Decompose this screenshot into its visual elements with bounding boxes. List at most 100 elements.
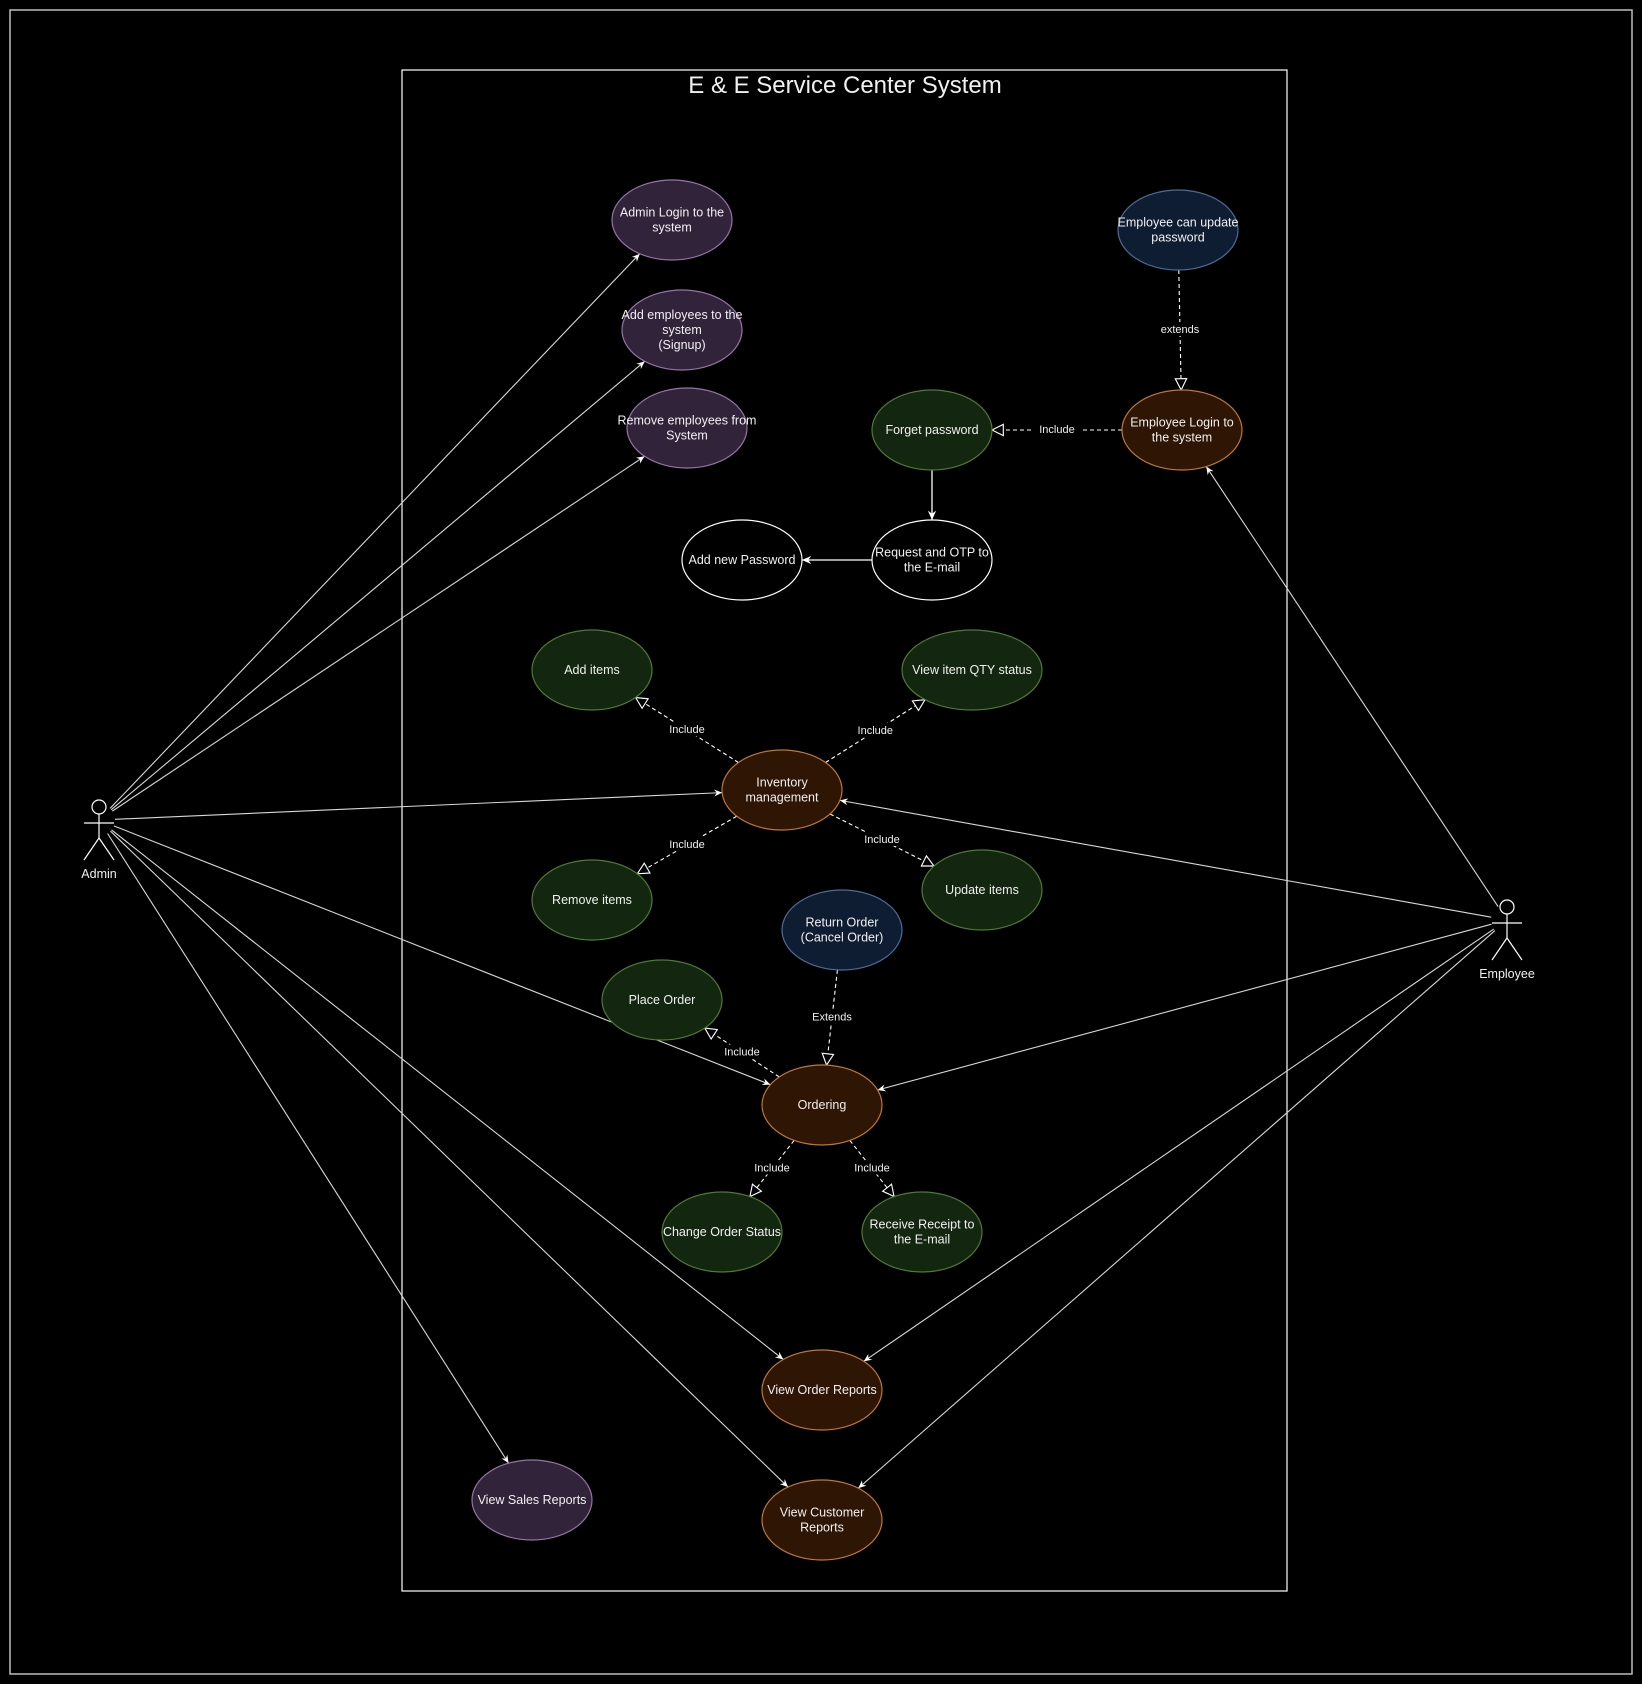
use-case-forget-pw[interactable]: Forget password (871, 389, 993, 471)
use-case-ellipse (471, 1459, 593, 1541)
use-case-return-order[interactable]: Return Order(Cancel Order) (781, 889, 903, 971)
use-case-ellipse (1117, 189, 1239, 271)
use-case-ellipse (531, 859, 653, 941)
use-case-ellipse (761, 1064, 883, 1146)
use-case-ellipse (661, 1191, 783, 1273)
actor-employee[interactable]: Employee (1479, 899, 1535, 981)
use-case-ellipse (626, 387, 748, 469)
relationship-association-admin-to-view-sales-reports (107, 833, 510, 1464)
use-case-label: Remove items (552, 893, 632, 907)
use-case-place-order[interactable]: Place Order (601, 959, 723, 1041)
actor-left-leg (1491, 937, 1508, 961)
relationship-association-admin-to-add-employees (110, 360, 646, 811)
use-case-ellipse (621, 289, 743, 371)
relationship-label: Include (864, 834, 899, 846)
relationship-label: Include (858, 725, 893, 737)
use-case-label: the E-mail (904, 561, 960, 575)
use-case-ellipse (861, 1191, 983, 1273)
relationship-label: Include (724, 1047, 759, 1059)
relationship-label: Extends (812, 1012, 852, 1024)
use-case-label: View Sales Reports (478, 1493, 587, 1507)
use-case-label: System (666, 429, 708, 443)
use-case-label: system (662, 323, 702, 337)
use-case-label: Add items (564, 663, 620, 677)
actor-label: Admin (81, 867, 116, 881)
relationship-association-employee-to-view-customer-reports (857, 930, 1496, 1489)
relationship-label: Include (854, 1163, 889, 1175)
use-case-ellipse (901, 629, 1043, 711)
outer-frame (9, 9, 1633, 1675)
relationship-dependency-emp-update-pw-to-emp-login (1179, 269, 1181, 390)
use-case-label: Admin Login to the (620, 206, 724, 220)
use-case-label: View Order Reports (767, 1383, 877, 1397)
relationship-label: extends (1161, 324, 1200, 336)
relationship-association-admin-to-admin-login (109, 253, 641, 809)
relationship-label-bg (717, 1044, 767, 1059)
relationship-association-employee-to-ordering (877, 923, 1492, 1092)
use-case-label: the system (1152, 431, 1212, 445)
use-case-ellipse (531, 629, 653, 711)
use-case-label: (Cancel Order) (801, 931, 884, 945)
use-case-remove-items[interactable]: Remove items (531, 859, 653, 941)
use-case-update-items[interactable]: Update items (921, 849, 1043, 931)
relationship-label-bg (1155, 322, 1205, 336)
actor-admin[interactable]: Admin (81, 799, 117, 881)
use-case-add-items[interactable]: Add items (531, 629, 653, 711)
use-case-add-new-pw[interactable]: Add new Password (681, 519, 803, 601)
use-case-ellipse (761, 1479, 883, 1561)
use-case-ellipse (601, 959, 723, 1041)
use-case-label: Inventory (756, 776, 808, 790)
actor-right-leg (98, 837, 115, 861)
use-case-label: the E-mail (894, 1233, 950, 1247)
use-case-label: Place Order (629, 993, 696, 1007)
relationship-label: Include (669, 724, 704, 736)
system-title: E & E Service Center System (688, 72, 1001, 99)
system-boundary (401, 69, 1288, 1592)
use-case-label: Add new Password (688, 553, 795, 567)
relationship-label: Include (669, 839, 704, 851)
use-case-label: Employee Login to (1130, 416, 1234, 430)
use-case-view-qty[interactable]: View item QTY status (901, 629, 1043, 711)
relationship-layer (107, 253, 1499, 1489)
relationship-label-bg (747, 1160, 797, 1175)
relationship-dependency-inventory-to-add-items (636, 698, 739, 763)
relationship-label-bg (850, 723, 900, 738)
relationship-association-employee-to-view-order-reports (863, 928, 1495, 1362)
relationship-label-bg (662, 722, 712, 736)
use-case-ellipse (871, 519, 993, 601)
use-case-label: Ordering (798, 1098, 847, 1112)
use-case-ordering[interactable]: Ordering (761, 1064, 883, 1146)
use-case-label: Change Order Status (663, 1225, 781, 1239)
relationship-dependency-return-order-to-ordering (827, 969, 838, 1065)
actor-head-icon (91, 799, 107, 815)
use-case-ellipse (781, 889, 903, 971)
use-case-label: (Signup) (658, 338, 705, 352)
use-case-label: Receive Receipt to (870, 1218, 975, 1232)
use-case-label: View item QTY status (912, 663, 1032, 677)
use-case-ellipse (921, 849, 1043, 931)
use-case-change-status[interactable]: Change Order Status (661, 1191, 783, 1273)
use-case-view-order-reports[interactable]: View Order Reports (761, 1349, 883, 1431)
use-case-label: Return Order (806, 916, 879, 930)
use-case-view-sales-reports[interactable]: View Sales Reports (471, 1459, 593, 1541)
relationship-label: Include (754, 1163, 789, 1175)
actor-head-icon (1499, 899, 1515, 915)
use-case-label: system (652, 221, 692, 235)
actor-label: Employee (1479, 967, 1535, 981)
relationship-label-bg (1032, 422, 1082, 436)
relationship-label-bg (857, 832, 907, 846)
use-case-ellipse (871, 389, 993, 471)
actor-right-leg (1506, 937, 1523, 961)
use-case-label: Employee can update (1118, 216, 1239, 230)
